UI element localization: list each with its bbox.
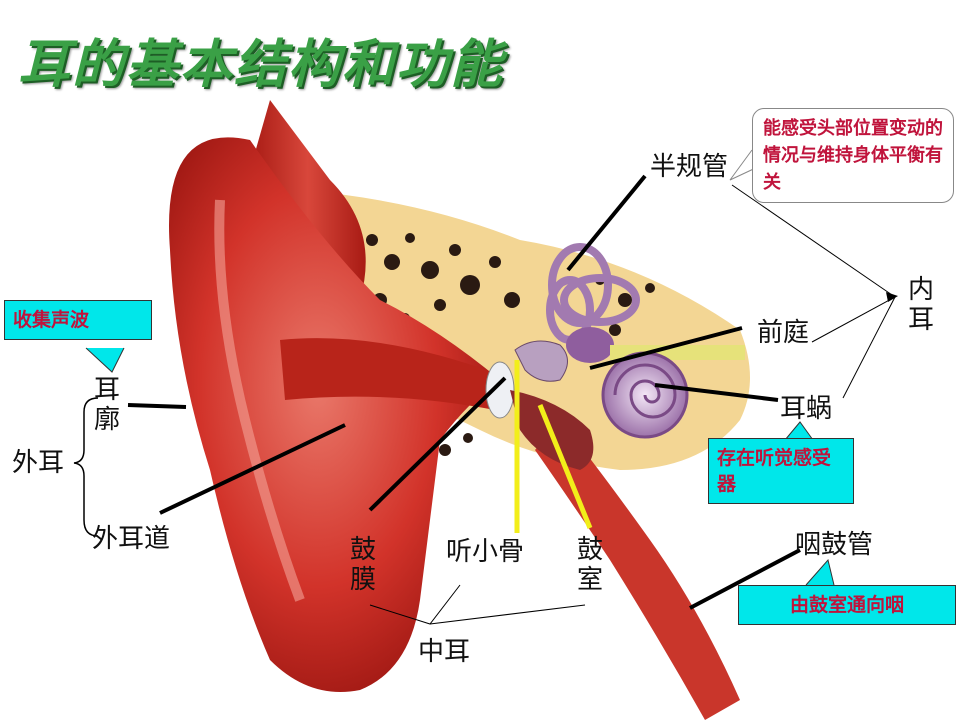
ossicles-shape (514, 340, 568, 382)
label-inner-ear: 内耳 (907, 275, 934, 335)
label-ossicles: 听小骨 (446, 537, 525, 567)
label-eardrum: 鼓膜 (349, 535, 376, 595)
label-pinna: 耳廓 (93, 375, 120, 435)
slide-title: 耳的基本结构和功能 (18, 35, 505, 95)
pointer-lines (127, 174, 801, 610)
label-middle-ear: 中耳 (418, 637, 471, 667)
ear-canal (280, 338, 500, 410)
eustachian-tube-shape (535, 420, 740, 720)
label-vestibule: 前庭 (757, 318, 810, 348)
label-outer-ear: 外耳 (12, 448, 65, 478)
collect-sound-callout: 收集声波 (4, 300, 152, 340)
label-tympanic-cavity: 鼓室 (576, 535, 603, 595)
label-cochlea: 耳蜗 (780, 394, 833, 424)
eustachian-callout: 由鼓室通向咽 (738, 585, 956, 625)
vestibule-shape (566, 327, 614, 363)
label-ear-canal: 外耳道 (92, 524, 171, 554)
ossicle-lines (514, 360, 593, 533)
auricle (169, 137, 500, 693)
semicircular-canals-shape (546, 243, 640, 344)
label-semicircular-canals: 半规管 (650, 152, 729, 182)
hearing-receptor-callout: 存在听觉感受器 (708, 438, 854, 504)
grouping-lines (369, 184, 896, 625)
eardrum-shape (485, 361, 515, 419)
outer-ear-brace (73, 397, 99, 537)
balance-note: 能感受头部位置变动的情况与维持身体平衡有关 (752, 108, 954, 203)
label-eustachian-tube: 咽鼓管 (795, 530, 874, 560)
